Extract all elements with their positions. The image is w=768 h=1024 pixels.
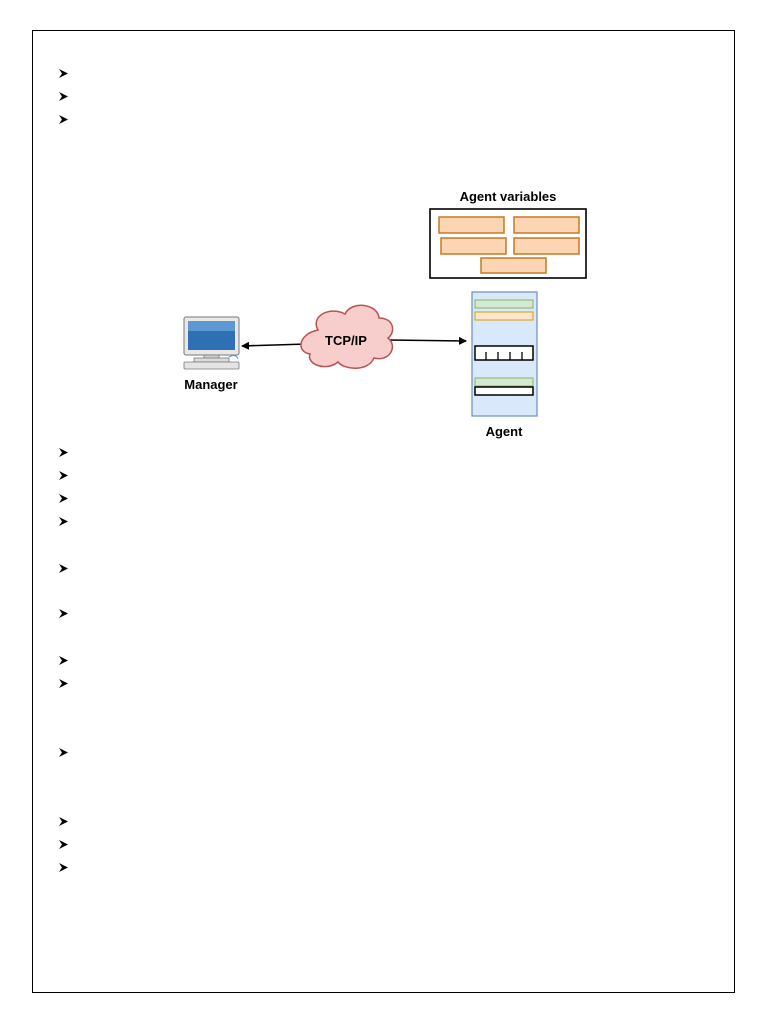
arrow-to-agent [387, 336, 467, 345]
bullet-arrow-icon [59, 748, 69, 758]
bullet-arrow-icon [59, 656, 69, 666]
page-frame [32, 30, 735, 993]
rack-drive-bay [474, 386, 534, 396]
cloud-label: TCP/IP [325, 333, 367, 348]
rack-slot-green [474, 377, 534, 387]
bullet-arrow-icon [59, 448, 69, 458]
bullet-arrow-icon [59, 115, 69, 125]
bullet-arrow-icon [59, 471, 69, 481]
bullet-arrow-icon [59, 92, 69, 102]
bullet-arrow-icon [59, 517, 69, 527]
agent-variable-block [438, 216, 505, 234]
agent-variable-blocks [438, 216, 580, 274]
arrow-to-manager [241, 341, 308, 350]
bullet-arrow-icon [59, 679, 69, 689]
bullet-arrow-icon [59, 494, 69, 504]
bullet-arrow-icon [59, 69, 69, 79]
manager-label: Manager [184, 377, 237, 392]
agent-variables-label: Agent variables [460, 189, 557, 204]
rack-port-panel [474, 345, 534, 361]
agent-label: Agent [486, 424, 524, 439]
rack-slot-green [474, 299, 534, 309]
network-cloud-icon [300, 304, 394, 369]
bullet-arrow-icon [59, 863, 69, 873]
computer-icon [183, 316, 240, 370]
agent-variable-block [513, 216, 580, 234]
bullet-arrow-icon [59, 817, 69, 827]
bullet-arrow-icon [59, 564, 69, 574]
bullet-arrow-icon [59, 840, 69, 850]
bullet-arrow-icon [59, 609, 69, 619]
agent-variable-block [480, 257, 547, 274]
rack-slot-orange [474, 311, 534, 321]
agent-variable-block [513, 237, 580, 255]
agent-variable-block [440, 237, 507, 255]
